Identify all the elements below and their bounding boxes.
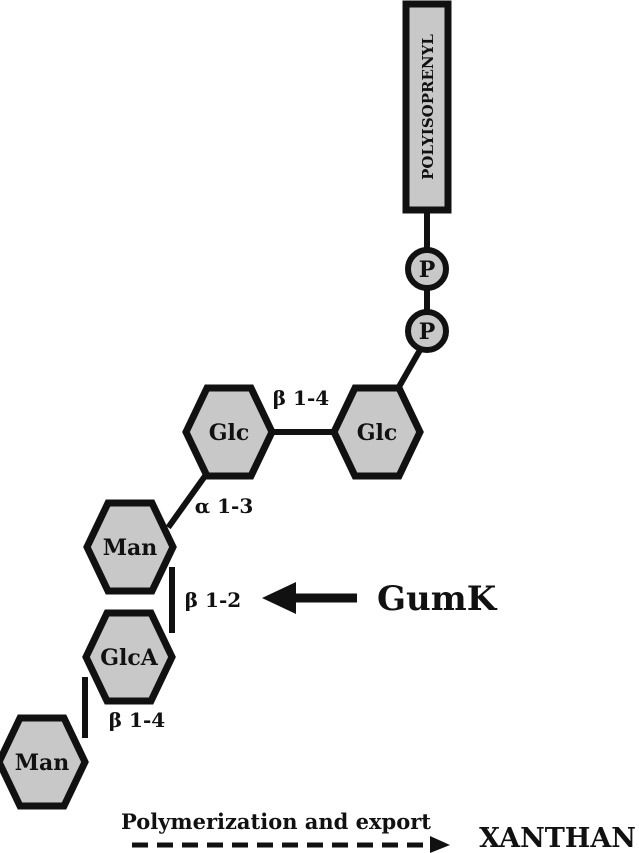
phosphate-label: P — [419, 257, 436, 283]
phosphate-circle — [405, 247, 449, 291]
sugar-label-man: Man — [103, 535, 158, 561]
hexagon-man — [0, 714, 89, 810]
polymerization-arrow — [132, 836, 450, 853]
process-label: Polymerization and export — [121, 809, 431, 834]
sugar-label-glc: Glc — [209, 420, 250, 446]
hexagon-man — [83, 499, 177, 595]
polyisoprenyl-label: POLYISOPRENYL — [419, 34, 437, 180]
polyisoprenyl-carrier: POLYISOPRENYL — [402, 0, 452, 214]
bond-lines — [82, 207, 430, 738]
bond-phosphate-glc — [395, 345, 425, 390]
linkage-label-glc-glc: β 1-4 — [273, 386, 329, 410]
polyisoprenyl-box — [402, 0, 452, 214]
phosphate-circle — [405, 309, 449, 353]
enzyme-label-gumk: GumK — [377, 579, 498, 619]
product-label-xanthan: XANTHAN — [479, 823, 636, 853]
sugar-glca: GlcA — [82, 609, 176, 705]
bond-glc-man — [165, 471, 210, 530]
sugar-label-man: Man — [15, 750, 70, 776]
linkage-label-glca-man: β 1-4 — [109, 708, 165, 732]
gumk-arrow — [262, 582, 357, 614]
linkage-label-man-glca: β 1-2 — [185, 588, 241, 612]
sugar-man-upper: Man — [83, 499, 177, 595]
sugar-glc-left: Glc — [182, 384, 276, 480]
hexagon-glca — [82, 609, 176, 705]
phosphate-1: P — [405, 247, 449, 291]
phosphate-2: P — [405, 309, 449, 353]
hexagon-glc — [182, 384, 276, 480]
sugar-man-lower: Man — [0, 714, 89, 810]
dashed-arrow-head — [430, 836, 450, 853]
gumk-arrow-head — [262, 582, 296, 614]
linkage-label-glc-man: α 1-3 — [195, 494, 254, 518]
sugar-glc-right: Glc — [330, 384, 424, 480]
hexagon-glc — [330, 384, 424, 480]
sugar-label-glc: Glc — [357, 420, 398, 446]
sugar-label-glca: GlcA — [100, 645, 159, 671]
phosphate-label: P — [419, 319, 436, 345]
